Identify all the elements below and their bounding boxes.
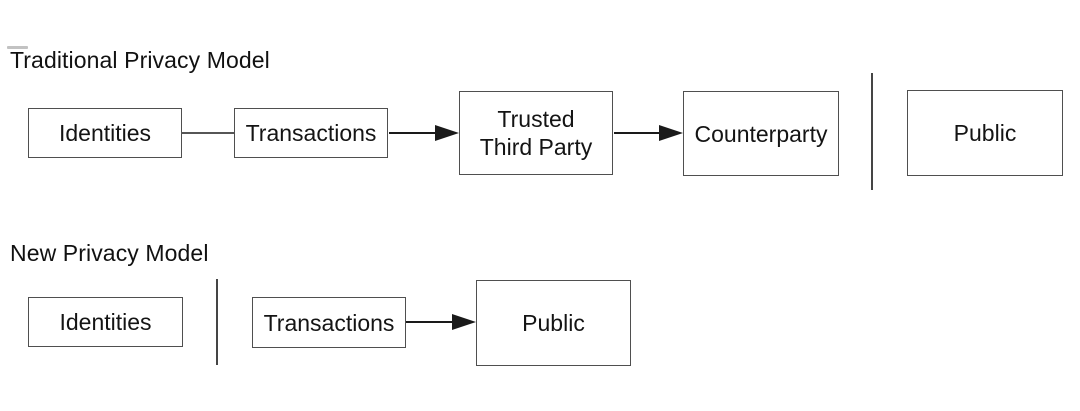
trusted-third-party-label-line2: Third Party: [479, 134, 593, 160]
arrowhead-right-icon: [435, 125, 459, 141]
arrowhead-right-icon: [452, 314, 476, 330]
counterparty-box: Counterparty: [683, 91, 839, 176]
identities-box-traditional: Identities: [28, 108, 182, 158]
transactions-box-new: Transactions: [252, 297, 406, 348]
trusted-third-party-box: Trusted Third Party: [459, 91, 613, 175]
transactions-box-traditional: Transactions: [234, 108, 388, 158]
arrow-transactions-to-public-line: [406, 321, 452, 323]
public-label: Public: [953, 120, 1017, 146]
traditional-model-title: Traditional Privacy Model: [10, 47, 270, 73]
arrow-transactions-to-ttp-line: [389, 132, 436, 134]
public-label: Public: [522, 310, 585, 336]
transactions-label: Transactions: [245, 120, 377, 146]
identities-label: Identities: [58, 120, 152, 146]
transactions-label: Transactions: [263, 309, 395, 336]
arrowhead-right-icon: [659, 125, 683, 141]
identities-box-new: Identities: [28, 297, 183, 347]
new-model-title: New Privacy Model: [10, 240, 209, 266]
counterparty-label: Counterparty: [694, 120, 828, 147]
trusted-third-party-label: Trusted Third Party: [480, 105, 592, 161]
arrow-ttp-to-counterparty-line: [614, 132, 660, 134]
privacy-boundary-divider-traditional: [871, 73, 873, 190]
identities-transactions-connector: [181, 132, 234, 134]
ink-smudge-artifact: [7, 46, 28, 49]
trusted-third-party-label-line1: Trusted: [497, 106, 575, 132]
identities-label: Identities: [59, 309, 152, 335]
privacy-boundary-divider-new: [216, 279, 218, 365]
public-box-traditional: Public: [907, 90, 1063, 176]
public-box-new: Public: [476, 280, 631, 366]
